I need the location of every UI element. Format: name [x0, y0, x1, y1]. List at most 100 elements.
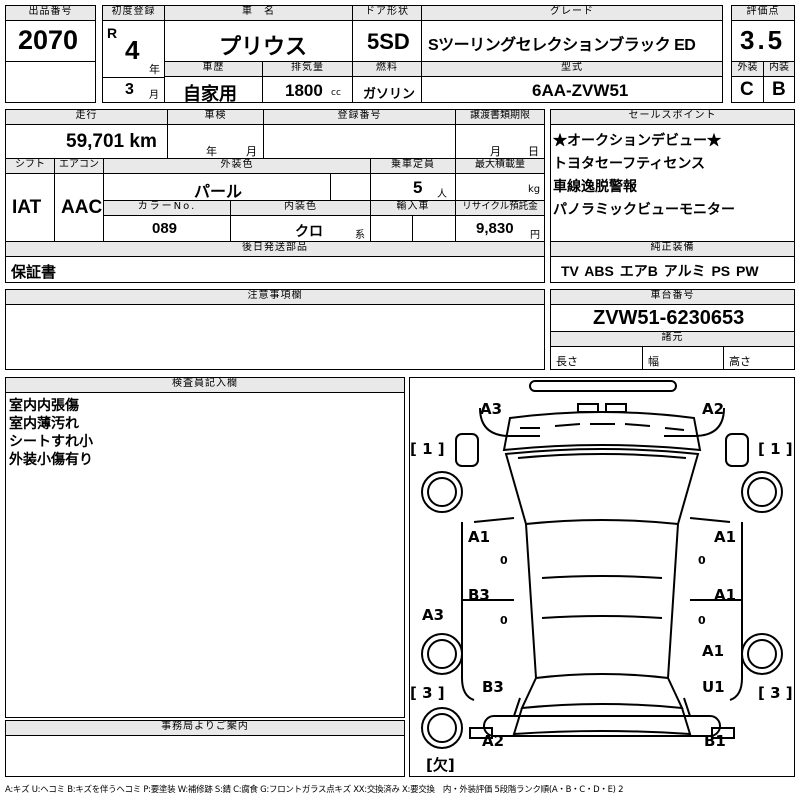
seats-label: 乗車定員 [370, 158, 456, 174]
legend: A:キズ U:ヘコミ B:キズを伴うヘコミ P:要塗装 W:補修跡 S:錆 C:… [5, 785, 624, 795]
displacement-unit: cc [331, 88, 341, 98]
notes-cell [5, 304, 545, 370]
width-cell: 幅 [642, 346, 724, 370]
length-label: 長さ [556, 355, 578, 368]
displacement-label: 排気量 [262, 61, 353, 77]
inspection-month-unit: 月 [246, 145, 257, 158]
transfer-label: 譲渡書類期限 [455, 109, 545, 125]
later-parts: 保証書 [11, 264, 57, 281]
shift: IAT [12, 197, 42, 218]
equipment-label: 純正装備 [550, 241, 795, 257]
mileage-cell: 59,701 km [5, 124, 168, 159]
height-label: 高さ [729, 355, 751, 368]
chassis-number: ZVW51-6230653 [593, 307, 745, 329]
grade: Sツーリングセレクションブラック ED [428, 37, 696, 54]
mileage: 59,701 km [66, 131, 157, 152]
seats-unit: 人 [437, 189, 447, 200]
lot-number: 2070 [18, 25, 79, 55]
inspector-label: 検査員記入欄 [5, 377, 405, 393]
score-label: 評価点 [731, 5, 795, 21]
damage-mark: [ 3 ] [410, 684, 445, 702]
inspector-note: 室内内張傷 [9, 397, 79, 413]
color-cell: パール [103, 173, 331, 201]
lot-blank-cell [5, 61, 96, 103]
ac-label: エアコン [54, 158, 104, 174]
score-cell: 3.5 [731, 20, 795, 62]
sales-cell: ★オークションデビュー★ トヨタセーフティセンス 車線逸脱警報 パノラミックビュ… [550, 124, 795, 242]
exterior-color: パール [194, 184, 243, 201]
interior-label: 内装 [763, 61, 795, 77]
load-unit: kg [528, 184, 541, 195]
door-label: ドア形状 [352, 5, 422, 21]
color-label: 外装色 [103, 158, 371, 174]
car-name-cell: プリウス [164, 20, 353, 62]
damage-zero: 0 [500, 554, 508, 567]
lot-label: 出品番号 [5, 5, 96, 21]
damage-mark: [ 1 ] [758, 440, 793, 458]
damage-mark: B3 [468, 586, 490, 604]
damage-mark: A3 [480, 400, 502, 418]
damage-mark: A1 [714, 528, 736, 546]
exterior-label: 外装 [731, 61, 764, 77]
interior-color: クロ [295, 223, 323, 239]
load-label: 最大積載量 [455, 158, 545, 174]
transfer-cell: 月 日 [455, 124, 545, 159]
color-no: 089 [152, 220, 178, 237]
damage-mark: [ 1 ] [410, 440, 445, 458]
name-label: 車 名 [164, 5, 353, 21]
history-cell: 自家用 [164, 76, 263, 104]
exterior-cell: C [731, 76, 764, 103]
height-cell: 高さ [723, 346, 795, 370]
lot-number-cell: 2070 [5, 20, 96, 62]
score: 3.5 [740, 25, 786, 55]
specs-label: 諸元 [550, 331, 795, 347]
int-color-unit: 系 [355, 230, 365, 241]
first-reg-cell: R 4 年 [102, 20, 165, 78]
car-diagram: A3 A2 [ 1 ] [ 1 ] A1 A1 B3 A1 A3 A1 B3 U… [409, 377, 795, 777]
load-cell: kg [455, 173, 545, 201]
import-cell-2 [412, 215, 456, 242]
inspector-note: シートすれ小 [9, 433, 93, 449]
damage-mark: B3 [482, 678, 504, 696]
recycle-cell: 9,830 円 [455, 215, 545, 242]
damage-mark: A1 [468, 528, 490, 546]
int-color-label: 内装色 [230, 200, 371, 216]
year-unit: 年 [149, 63, 160, 76]
month-unit: 月 [149, 90, 159, 101]
door-type: 5SD [367, 29, 410, 54]
reg-number-cell [263, 124, 456, 159]
seats: 5 [413, 178, 423, 197]
model-cell: 6AA-ZVW51 [421, 76, 723, 103]
car-name: プリウス [219, 34, 308, 59]
damage-mark: A2 [482, 732, 504, 750]
damage-mark: U1 [702, 678, 725, 696]
import-label: 輸入車 [370, 200, 456, 216]
fuel-cell: ガソリン [352, 76, 422, 103]
damage-mark: [欠] [426, 756, 455, 774]
office-cell [5, 735, 405, 777]
sales-point: トヨタセーフティセンス [553, 155, 706, 171]
damage-zero: 0 [500, 614, 508, 627]
fuel-label: 燃料 [352, 61, 422, 77]
reg-month-cell: 3 月 [102, 77, 165, 103]
damage-mark: B1 [704, 732, 726, 750]
damage-mark: A1 [714, 586, 736, 604]
equipment: TV ABS エアB アルミ PS PW [561, 263, 759, 279]
length-cell: 長さ [550, 346, 643, 370]
fuel: ガソリン [363, 86, 416, 101]
shift-label: シフト [5, 158, 55, 174]
recycle: 9,830 [476, 220, 514, 237]
damage-mark: A3 [422, 606, 444, 624]
ac: AAC [61, 197, 103, 218]
sales-point: ★オークションデビュー★ [553, 132, 721, 148]
reg-year: 4 [125, 35, 140, 65]
chassis-label: 車台番号 [550, 289, 795, 305]
exterior-grade: C [740, 79, 754, 100]
door-cell: 5SD [352, 20, 422, 62]
first-reg-label: 初度登録 [102, 5, 165, 21]
displacement-cell: 1800 cc [262, 76, 353, 103]
reg-month: 3 [125, 81, 134, 98]
color-no-cell: 089 [103, 215, 231, 242]
notes-label: 注意事項欄 [5, 289, 545, 305]
grade-label: グレード [421, 5, 723, 21]
